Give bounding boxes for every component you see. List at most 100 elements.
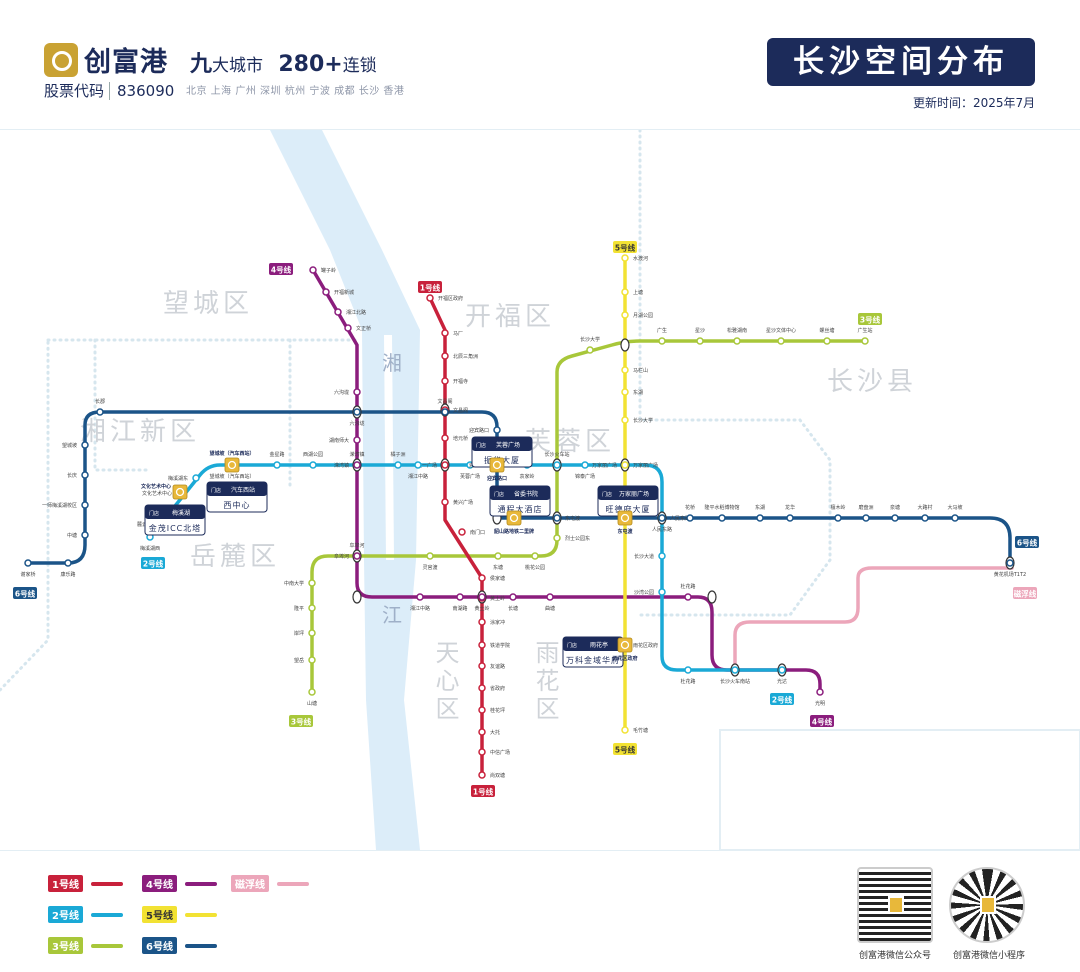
station-name: 泉塘 <box>890 504 900 511</box>
station-dot <box>1006 559 1014 567</box>
station-dot <box>553 534 561 542</box>
line3-station: 望岳 <box>294 656 316 664</box>
interchange-station <box>620 338 630 352</box>
line1-station: 尚双塘 <box>478 771 505 779</box>
station-dot <box>192 474 200 482</box>
interchange-station <box>352 590 362 604</box>
station-name: 开福新城 <box>334 289 354 296</box>
line1-station: 铁道学院 <box>478 641 510 649</box>
station-name: 东湖 <box>755 504 765 511</box>
line4-station: 开福新城 <box>322 288 354 296</box>
line3-station: 灵官渡 <box>422 552 438 571</box>
line1-station: 黄兴广场 <box>441 498 473 506</box>
station-name: 长庆 <box>67 472 77 479</box>
station-dot <box>621 726 629 734</box>
line-tag-label: 4号线 <box>812 717 833 727</box>
line3-station: 隆平 <box>294 604 316 612</box>
line-tag-bg <box>613 743 637 755</box>
station-dot <box>441 498 449 506</box>
line2-station: 长沙大道 <box>634 552 666 560</box>
station-name: 芙蓉广场 <box>460 473 480 480</box>
line6-station: 长郡 <box>95 398 105 416</box>
station-dot <box>308 579 316 587</box>
line6-station: 东屯渡 <box>553 514 580 522</box>
station-name: 上塘 <box>633 289 643 296</box>
brand-logo: 创富港 <box>44 40 168 79</box>
store-marker-ring <box>492 460 502 470</box>
station-dot <box>308 688 316 696</box>
line4-station: 曲塘 <box>545 593 555 612</box>
store-marker-icon <box>224 457 240 473</box>
line1-station: 大托 <box>478 728 500 736</box>
legend-item: 4号线 <box>142 875 217 892</box>
store-station-name: 文化艺术中心 <box>141 483 171 490</box>
store-type: 门店 <box>494 491 504 498</box>
line4-station: 罐子岭 <box>309 266 336 274</box>
line-tag-l4b: 4号线 <box>810 715 834 727</box>
slogan-chain: 连锁 <box>342 56 377 76</box>
station-dot <box>24 559 32 567</box>
metro-map: 湘江望城区开福区湘江新区芙蓉区长沙县岳麓区天心区雨花区 开福区政府马厂北辰三角洲… <box>0 130 1080 850</box>
line3-station: 东塘 <box>493 552 503 571</box>
slogan-nine: 九 <box>190 52 213 77</box>
legend-tag: 3号线 <box>48 937 83 954</box>
line6-station: 东湖 <box>755 504 765 522</box>
line2-station: 橘子洲 <box>390 451 406 469</box>
line-tag-bg <box>471 785 495 797</box>
station-name: 松雅湖南 <box>727 327 747 334</box>
store-marker-icon <box>617 637 633 653</box>
line2-station: 杜花路 <box>680 666 696 685</box>
slogan-count: 280+ <box>278 52 343 77</box>
station-name: 梅溪湖东 <box>168 475 188 482</box>
slogan-cities: 大城市 <box>212 56 264 76</box>
line1-station: 开福寺 <box>441 377 468 385</box>
station-dot <box>493 426 501 434</box>
station-name: 毛竹塘 <box>633 727 648 734</box>
station-name: 长沙火车站 <box>544 451 569 458</box>
qr-code[interactable] <box>857 867 933 943</box>
station-name: 黄土岭 <box>474 605 489 612</box>
station-name: 望城坡（汽车西站） <box>209 473 254 480</box>
store-type: 门店 <box>602 491 612 498</box>
store-name: 旺德府大厦 <box>606 504 651 514</box>
station-dot <box>458 528 466 536</box>
stock-number: 836090 <box>109 82 175 100</box>
line2-station: 光达 <box>777 666 787 685</box>
station-name: 尚双塘 <box>490 772 505 779</box>
station-name: 锦泰广场 <box>575 473 595 480</box>
map-background: 湘江望城区开福区湘江新区芙蓉区长沙县岳麓区天心区雨花区 <box>0 130 1080 850</box>
station-name: 磨盘洲 <box>858 504 873 511</box>
legend-item: 1号线 <box>48 875 123 892</box>
line1-station: 桂花坪 <box>478 706 505 714</box>
line6-station: 龙华 <box>785 504 795 522</box>
station-dot <box>81 471 89 479</box>
station-name: 涂家冲 <box>490 619 505 626</box>
station-dot <box>621 416 629 424</box>
line3-station: 广生 <box>657 327 667 345</box>
station-dot <box>309 266 317 274</box>
qr-logo-icon <box>980 896 996 914</box>
line-tag-bg <box>613 241 637 253</box>
station-name: 黄土岭 <box>490 595 505 602</box>
store-name: 西中心 <box>224 500 251 510</box>
legend-item: 2号线 <box>48 906 123 923</box>
station-dot <box>834 514 842 522</box>
station-dot <box>621 388 629 396</box>
store-marker-icon <box>172 484 188 500</box>
line5-station: 马栏山 <box>621 366 648 374</box>
station-dot <box>426 294 434 302</box>
line1-station: 马厂 <box>441 329 463 337</box>
store-location: 省委书院 <box>514 490 538 498</box>
store-station-name: 东屯渡 <box>617 528 633 535</box>
store-card-header <box>563 637 623 651</box>
line6-station: 花桥 <box>685 504 695 522</box>
station-dot <box>586 346 594 354</box>
station-name: 花桥 <box>685 504 695 511</box>
station-name: 中信广场 <box>490 749 510 756</box>
qr-code[interactable] <box>949 867 1025 943</box>
station-name: 五一广场 <box>417 462 437 469</box>
district-label: 雨花区 <box>531 640 559 724</box>
legend-tag: 6号线 <box>142 937 177 954</box>
station-dot <box>658 514 666 522</box>
line6-station: 谢家桥 <box>20 559 36 578</box>
